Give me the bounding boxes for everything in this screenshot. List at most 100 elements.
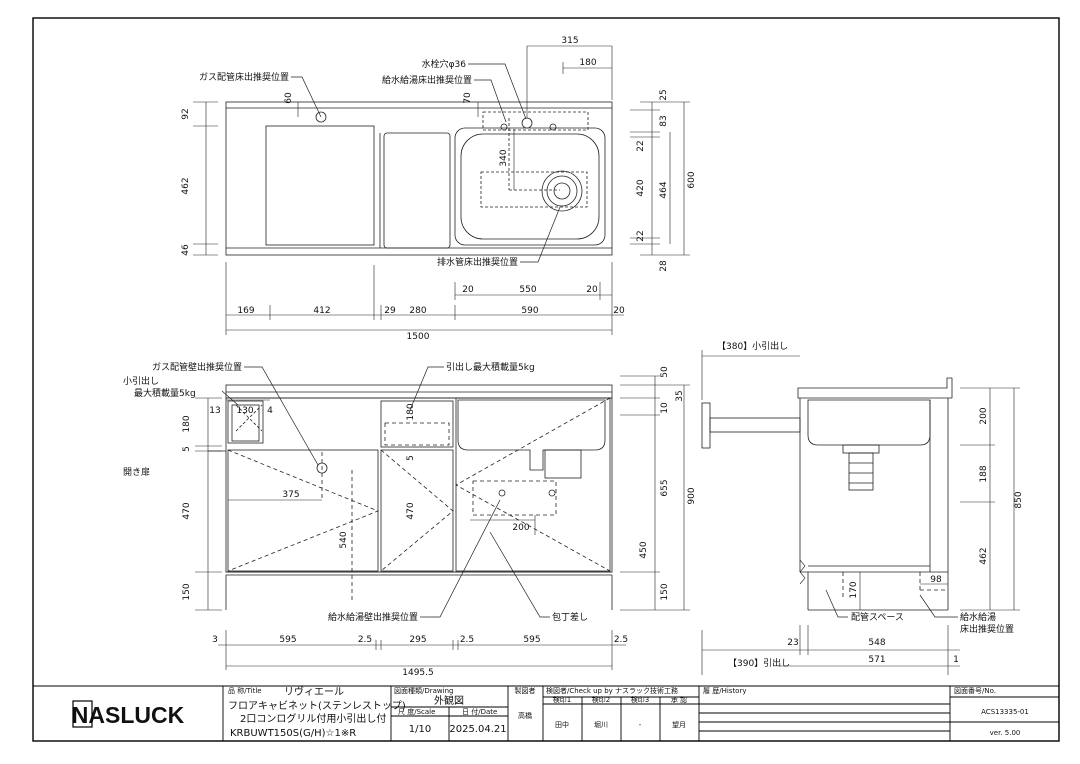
check-header-3: 検印3 (631, 695, 649, 704)
dim-28: 28 (659, 260, 669, 272)
dim-169: 169 (237, 306, 254, 316)
title-line2: フロアキャビネット(ステンレストップ) (228, 700, 406, 712)
front-small-drawer (227, 400, 264, 444)
date-value: 2025.04.21 (449, 724, 506, 735)
dim-130: 130 (236, 406, 253, 416)
label-knife-rack: 包丁差し (552, 611, 588, 623)
drawing-caption: 図面種類/Drawing (394, 686, 453, 695)
title-line3: 2口コンログリル付用小引出し付 (240, 712, 386, 725)
version: ver. 5.00 (990, 729, 1021, 737)
dim-180-top: 180 (579, 58, 596, 68)
side-view (701, 377, 953, 611)
history-caption: 履 歴/History (703, 687, 747, 695)
plan-countertop (225, 101, 613, 256)
dim-470-left: 470 (182, 502, 192, 519)
drafter-caption: 製図者 (515, 686, 536, 695)
no-value: ACS13335-01 (981, 708, 1029, 716)
dim-595-left: 595 (279, 635, 296, 645)
dim-98: 98 (930, 575, 942, 585)
side-leaders (825, 589, 958, 618)
side-sink-bowl (807, 399, 931, 446)
dim-4: 4 (267, 406, 273, 416)
side-countertop (797, 377, 953, 399)
dim-315: 315 (561, 36, 578, 46)
dim-23: 23 (787, 638, 798, 648)
plan-leaders (291, 63, 561, 263)
dim-450: 450 (639, 541, 649, 558)
dim-60: 60 (284, 92, 294, 104)
dim-655: 655 (660, 479, 670, 496)
scale-value: 1/10 (409, 724, 431, 735)
plan-stove-area (265, 125, 375, 246)
dim-188: 188 (979, 465, 989, 482)
title-caption: 品 称/Title (228, 686, 262, 695)
dim-20-b: 20 (586, 285, 598, 295)
dim-13: 13 (209, 406, 220, 416)
front-view (225, 384, 613, 610)
dim-92: 92 (181, 108, 191, 119)
drawing-value: 外観図 (434, 694, 464, 707)
check-value-3: - (639, 721, 642, 729)
dim-180-mid: 180 (406, 403, 416, 420)
drafter-value: 高橋 (518, 711, 532, 720)
label-water-floor-side-1: 給水給湯 (960, 611, 996, 623)
dim-550: 550 (519, 285, 536, 295)
dim-1: 1 (953, 655, 959, 665)
dim-35: 35 (675, 390, 685, 401)
dim-20-c: 20 (613, 306, 625, 316)
dim-180-left: 180 (182, 415, 192, 432)
dim-150-left: 150 (182, 583, 192, 600)
plan-sink-outer (454, 127, 606, 246)
dim-200-front: 200 (512, 523, 529, 533)
plan-view (225, 101, 613, 256)
dim-295: 295 (409, 635, 426, 645)
plan-sink-bowl (460, 133, 600, 240)
front-dimension-lines (195, 375, 690, 670)
label-water-wall: 給水給湯壁出推奨位置 (328, 611, 418, 623)
label-drain-floor: 排水管床出推奨位置 (437, 256, 518, 268)
dim-5-left: 5 (182, 446, 192, 452)
dim-548: 548 (868, 638, 885, 648)
label-faucet-hole: 水栓穴φ36 (422, 58, 467, 70)
dim-170: 170 (849, 581, 859, 598)
dim-1500: 1500 (407, 332, 430, 342)
dim-540: 540 (339, 531, 349, 548)
front-cabinet (225, 397, 613, 573)
plan-drain-outer (541, 170, 583, 212)
front-middle-drawer (380, 400, 454, 448)
no-caption: 図面番号/No. (954, 687, 996, 695)
dim-29: 29 (384, 306, 396, 316)
label-water-floor-side-2: 床出推奨位置 (960, 623, 1014, 635)
check-header-1: 検印1 (553, 695, 571, 704)
dim-420: 420 (636, 179, 646, 196)
label-drawer-out-390: 【390】引出し (728, 657, 790, 669)
plan-dimension-lines (193, 45, 690, 335)
dim-595-right: 595 (523, 635, 540, 645)
front-right-door (455, 397, 611, 572)
dim-22-top: 22 (636, 140, 646, 151)
dim-22-bottom: 22 (636, 230, 646, 241)
label-small-drawer: 小引出し (123, 375, 159, 387)
dim-462-left: 462 (181, 177, 191, 194)
label-gas-pipe-floor: ガス配管床出推奨位置 (199, 71, 289, 83)
check-caption: 検図者/Check up by ナスラック技術工務 (546, 686, 678, 695)
title-line4: KRBUWT150S(G/H)☆1※R (230, 728, 356, 739)
dim-2-5-c: 2.5 (614, 635, 628, 645)
dim-83: 83 (659, 115, 669, 126)
title-name: リヴィエール (284, 685, 344, 698)
dim-50: 50 (660, 366, 670, 378)
label-drawer-out-380: 【380】小引出し (717, 340, 788, 352)
scale-caption: 尺 度/Scale (398, 707, 435, 716)
dim-470-mid: 470 (406, 502, 416, 519)
plan-worktop-area (383, 132, 451, 249)
label-gas-wall: ガス配管壁出推奨位置 (152, 361, 242, 373)
dim-70: 70 (463, 92, 473, 104)
dim-150-right: 150 (660, 583, 670, 600)
dim-2-5-a: 2.5 (358, 635, 372, 645)
dim-900: 900 (687, 487, 697, 504)
label-piping-space: 配管スペース (851, 611, 904, 623)
dim-340: 340 (499, 149, 509, 166)
front-leaders (208, 366, 550, 618)
dim-10: 10 (660, 402, 670, 414)
